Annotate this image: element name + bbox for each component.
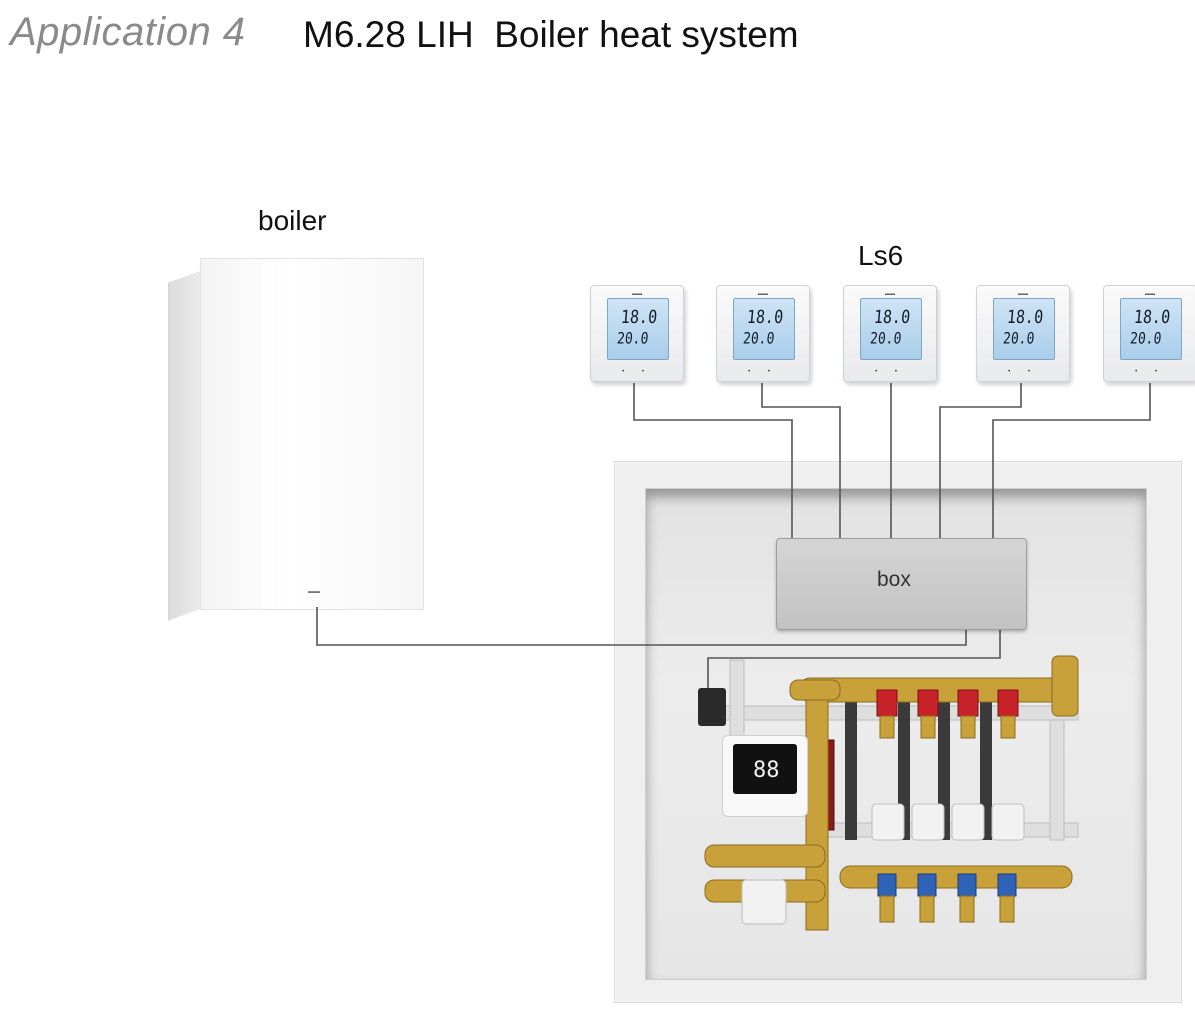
air-vent — [1051, 655, 1079, 717]
return-valves — [877, 873, 1017, 897]
thermostat-5: ▬▬ 18.0 20.0 • • — [1103, 285, 1195, 382]
pump-display: 88 — [733, 744, 797, 794]
thermostat-screen: 18.0 20.0 — [1120, 298, 1182, 360]
boiler-logo: ▬▬ — [308, 589, 320, 595]
mixing-valve-actuator — [741, 879, 787, 925]
thermostat-current-temp: 18.0 — [1133, 306, 1172, 328]
thermostat-buttons: • • — [622, 369, 652, 375]
wire-thermostat-4 — [939, 383, 1022, 540]
supply-valve-4 — [997, 689, 1019, 717]
mounting-rail-right — [1049, 719, 1065, 841]
application-number: Application 4 — [10, 10, 246, 54]
thermostat-set-temp: 20.0 — [869, 330, 903, 349]
return-outlet-3 — [959, 895, 975, 923]
thermostat-2: ▬▬ 18.0 20.0 • • — [716, 285, 810, 382]
actuator-4 — [991, 803, 1025, 841]
return-manifold-bar — [839, 865, 1073, 889]
thermostat-buttons: • • — [1008, 369, 1038, 375]
thermostat-set-temp: 20.0 — [1129, 330, 1163, 349]
thermostat-3: ▬▬ 18.0 20.0 • • — [843, 285, 937, 382]
supply-outlet-2 — [920, 715, 936, 739]
thermostat-set-temp: 20.0 — [1002, 330, 1036, 349]
wire-thermostat-5 — [992, 383, 1151, 540]
return-outlet-2 — [919, 895, 935, 923]
thermostat-current-temp: 18.0 — [873, 306, 912, 328]
thermostat-buttons: • • — [1135, 369, 1165, 375]
thermostat-group-label: Ls6 — [858, 240, 904, 271]
thermostat-buttons: • • — [875, 369, 905, 375]
supply-valve-2 — [917, 689, 939, 717]
thermostat-set-temp: 20.0 — [742, 330, 776, 349]
supply-outlet-1 — [879, 715, 895, 739]
thermostat-brand: ▬▬ — [632, 291, 642, 297]
inlet-pipe-1 — [704, 844, 826, 868]
page-title: M6.28 LIH Boiler heat system — [303, 14, 799, 55]
actuator-1 — [871, 803, 905, 841]
actuators — [871, 803, 1025, 841]
supply-outlet-3 — [960, 715, 976, 739]
return-valve-4 — [997, 873, 1017, 897]
actuator-2 — [911, 803, 945, 841]
thermostat-current-temp: 18.0 — [1006, 306, 1045, 328]
wire-thermostat-2 — [761, 383, 841, 540]
thermostat-brand: ▬▬ — [1018, 291, 1028, 297]
mixing-pipe-upper — [789, 679, 841, 701]
pump-display-value: 88 — [753, 758, 780, 783]
thermostat-brand: ▬▬ — [758, 291, 768, 297]
wire-boiler — [316, 607, 967, 646]
supply-valve-3 — [957, 689, 979, 717]
thermostat-screen: 18.0 20.0 — [733, 298, 795, 360]
supply-valve-1 — [876, 689, 898, 717]
actuator-3 — [951, 803, 985, 841]
thermostat-brand: ▬▬ — [885, 291, 895, 297]
thermostat-4: ▬▬ 18.0 20.0 • • — [976, 285, 1070, 382]
boiler-front-panel — [200, 258, 424, 610]
supply-outlet-4 — [1000, 715, 1016, 739]
control-box-label: box — [877, 568, 911, 591]
thermostat-1: ▬▬ 18.0 20.0 • • — [590, 285, 684, 382]
return-outlet-4 — [999, 895, 1015, 923]
thermostat-screen: 18.0 20.0 — [993, 298, 1055, 360]
thermostat-current-temp: 18.0 — [746, 306, 785, 328]
thermostat-screen: 18.0 20.0 — [860, 298, 922, 360]
thermal-actuator-black — [698, 688, 726, 726]
thermostat-set-temp: 20.0 — [616, 330, 650, 349]
boiler-unit: ▬▬ — [168, 258, 424, 621]
return-outlets — [879, 895, 1015, 923]
thermostat-current-temp: 18.0 — [620, 306, 659, 328]
return-valve-2 — [917, 873, 937, 897]
thermostat-wires — [633, 383, 1151, 540]
supply-outlets — [879, 715, 1016, 739]
return-outlet-1 — [879, 895, 895, 923]
boiler-label: boiler — [258, 205, 327, 236]
thermostat-screen: 18.0 20.0 — [607, 298, 669, 360]
thermostat-brand: ▬▬ — [1145, 291, 1155, 297]
return-valve-1 — [877, 873, 897, 897]
supply-valves — [876, 689, 1019, 717]
control-box — [776, 538, 1027, 630]
connector-pipe-1 — [845, 700, 857, 840]
wire-thermostat-1 — [633, 383, 793, 540]
pump-controller: 88 — [722, 735, 808, 817]
return-valve-3 — [957, 873, 977, 897]
thermostat-buttons: • • — [748, 369, 778, 375]
wire-actuator — [707, 628, 1001, 690]
